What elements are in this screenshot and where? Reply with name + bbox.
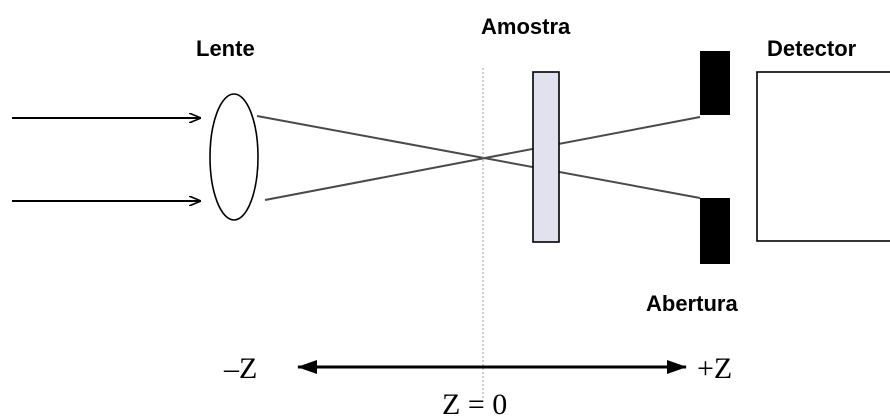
detector-label: Detector xyxy=(767,36,857,61)
plus-z-label: +Z xyxy=(697,352,732,385)
z-zero-label: Z = 0 xyxy=(442,388,507,418)
sample-label: Amostra xyxy=(481,14,571,39)
lens-label: Lente xyxy=(196,36,255,61)
sample xyxy=(532,71,560,243)
minus-z-label: –Z xyxy=(223,352,257,385)
aperture-label: Abertura xyxy=(646,291,738,316)
detector xyxy=(756,71,890,242)
beam-ray-upper xyxy=(256,115,701,199)
aperture-top-block xyxy=(700,51,730,115)
lens xyxy=(209,93,259,221)
aperture-bottom-block xyxy=(700,198,730,264)
beam-ray-lower xyxy=(264,116,701,201)
